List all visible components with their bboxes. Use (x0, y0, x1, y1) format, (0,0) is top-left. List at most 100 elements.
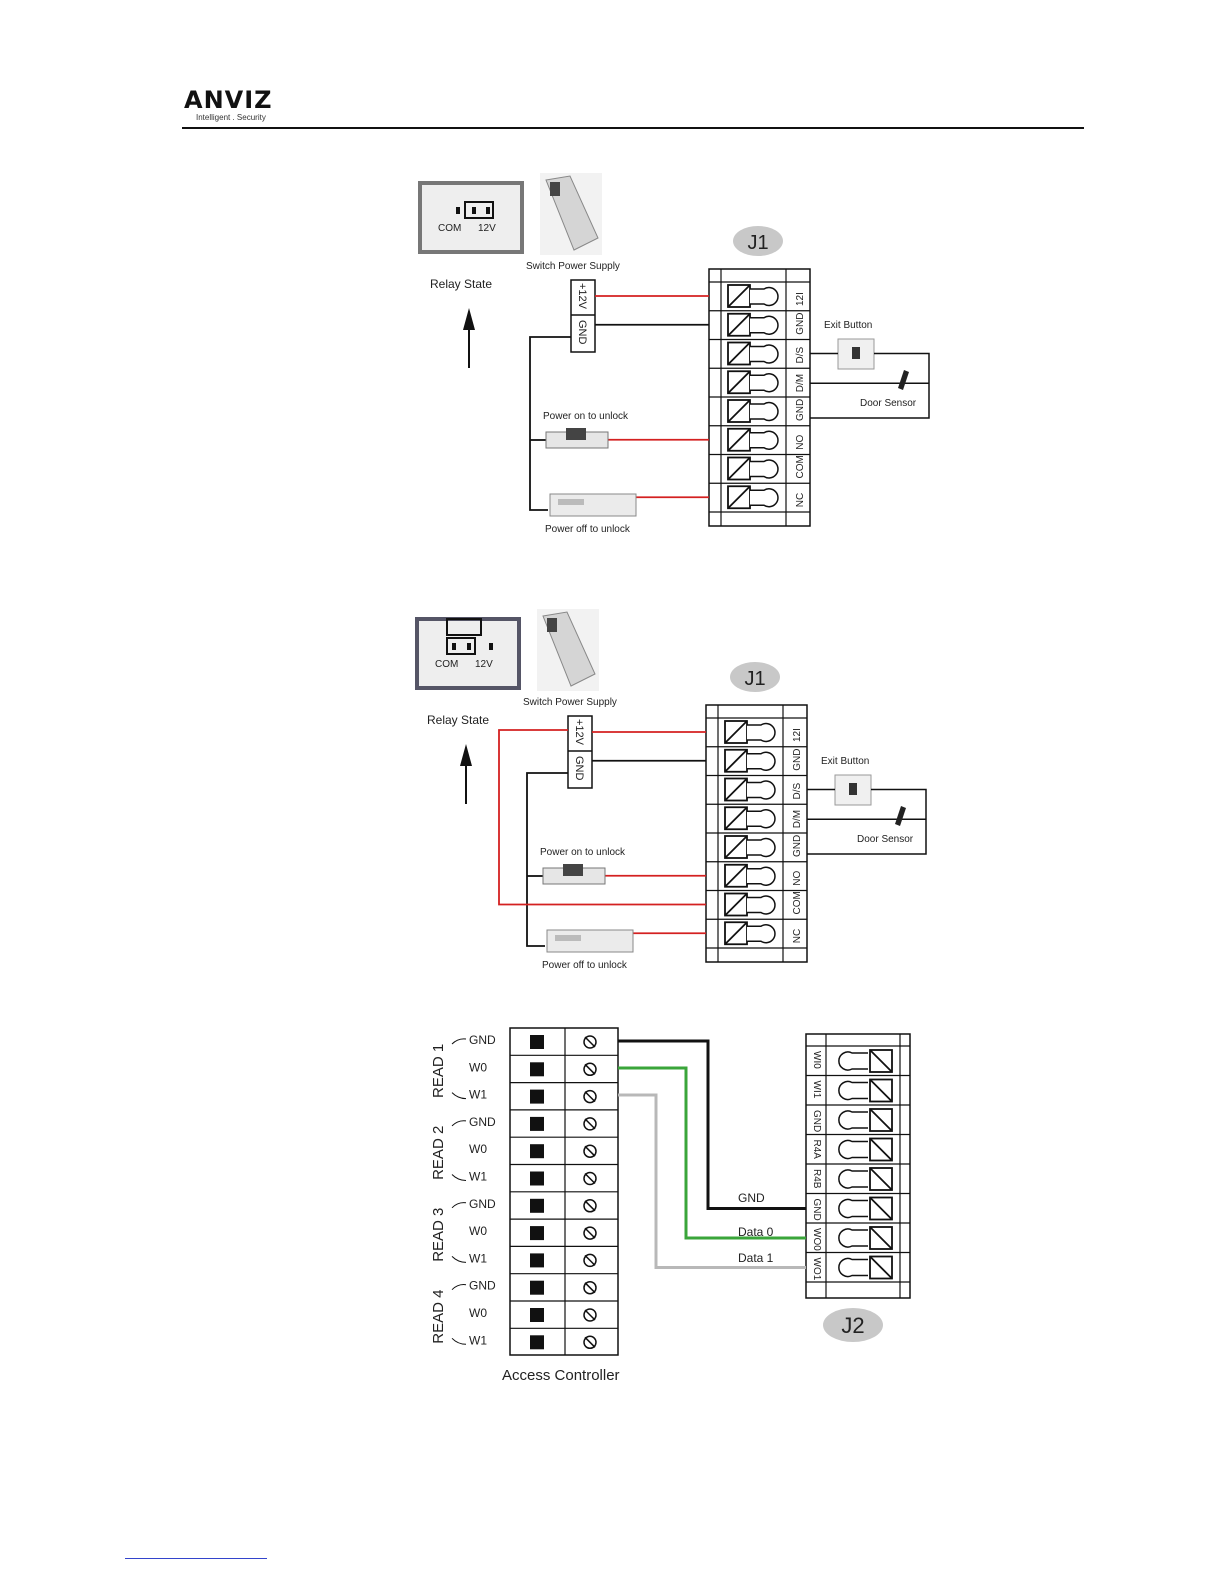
screw-slot (727, 485, 751, 509)
wire-label-gnd: GND (738, 1191, 765, 1205)
screw-slot (584, 1172, 596, 1185)
j2-label: J2 (841, 1313, 864, 1338)
switch-power-supply-icon (540, 173, 602, 255)
brand-wordmark: ANVIZ (184, 86, 273, 114)
magnetic-lock-icon (549, 493, 637, 517)
wire-clamp (838, 1198, 868, 1219)
reader-pin-label: GND (469, 1115, 496, 1129)
maglock-detail (558, 499, 584, 505)
wire-clamp (838, 1228, 868, 1248)
door-sensor-icon (898, 370, 909, 390)
j1-pin-label: D/S (792, 783, 803, 800)
screw-slot (869, 1108, 893, 1132)
screw-slot (869, 1167, 893, 1191)
reader-pin-label: W0 (469, 1060, 487, 1074)
j2-pin-label: WO0 (811, 1228, 822, 1251)
relay-com-label: COM (435, 659, 458, 670)
wire-label-data1: Data 1 (738, 1251, 774, 1265)
leader-line (451, 1120, 467, 1127)
screw-icon (583, 1144, 597, 1158)
psu-terminal-strip (570, 279, 596, 353)
wire-clamp (750, 401, 779, 422)
leader-line (451, 1174, 467, 1181)
exit-button-key (852, 347, 860, 359)
j1-pin-label: D/M (792, 810, 803, 828)
reader-pin-label: W0 (469, 1224, 487, 1238)
leader-line (451, 1337, 467, 1345)
screw-slot (869, 1049, 893, 1073)
power-off-unlock-label: Power off to unlock (542, 960, 628, 971)
terminal-block-square (530, 1226, 544, 1241)
screw-icon (583, 1062, 597, 1077)
j2-pin-label: GND (811, 1110, 822, 1132)
wire-clamp (838, 1080, 868, 1101)
wire-clamp (750, 488, 779, 508)
screw-slot (727, 313, 751, 337)
jumper-cap (464, 201, 494, 219)
screw-slot (724, 777, 748, 802)
terminal-block-square (530, 1089, 544, 1104)
arrow-head-icon (463, 308, 475, 330)
screw-slot (724, 806, 748, 830)
wire-clamp (750, 286, 779, 307)
screw-slot (869, 1226, 893, 1250)
reader-pin-label: W1 (469, 1333, 487, 1347)
j1-pin-label: COM (795, 455, 806, 478)
screw-slot (584, 1118, 596, 1130)
jumper-pin (467, 643, 471, 650)
terminal-block-square (530, 1253, 544, 1268)
leader-line (451, 1202, 467, 1209)
electric-strike-lock-icon (542, 864, 606, 885)
psu-terminal-strip (567, 715, 593, 789)
j2-pin-label: R4A (811, 1140, 822, 1160)
j1-pin-label: GND (792, 835, 803, 857)
terminal-block-square (530, 1062, 544, 1077)
power-supply-label: Switch Power Supply (526, 261, 620, 272)
lock-bolt (563, 864, 583, 876)
magnetic-lock-icon (546, 929, 634, 953)
switch-power-supply-icon (537, 609, 599, 691)
door-sensor-label: Door Sensor (860, 398, 917, 409)
relay-com-label: COM (438, 223, 461, 234)
j1-pin-label: NO (792, 871, 803, 886)
exit-button-key (849, 783, 857, 795)
wire-clamp (747, 780, 776, 800)
reader-pin-label: GND (469, 1197, 496, 1211)
wire-clamp (838, 1139, 868, 1160)
wire-clamp (747, 722, 776, 743)
j2-pin-label: WI0 (811, 1051, 822, 1069)
j2-badge (823, 1308, 883, 1342)
j1-pin-label: D/M (795, 374, 806, 392)
jumper-pin (486, 207, 490, 214)
screw-slot (869, 1078, 893, 1103)
door-sensor-part (898, 370, 909, 390)
screw-slot (869, 1255, 893, 1280)
wire-clamp (747, 866, 776, 886)
wire-clamp (750, 459, 779, 479)
jumper-pin (452, 643, 456, 650)
door-sensor-icon (895, 806, 906, 826)
screw-slot (584, 1145, 596, 1157)
screw-slot (584, 1036, 596, 1048)
j1-pin-label: NO (795, 435, 806, 450)
j1-pin-label: NC (792, 929, 803, 943)
wire-lock-ground (526, 772, 568, 947)
terminal-block-square (530, 1035, 544, 1049)
psu-terminal (550, 182, 560, 196)
screw-icon (583, 1117, 597, 1131)
psu-plus12v-label: +12V (573, 719, 585, 746)
j1-pin-label: 12I (795, 292, 806, 306)
brand-tagline: Intelligent . Security (196, 113, 266, 122)
reader-pin-label: W0 (469, 1306, 487, 1320)
reader-pin-label: W0 (469, 1142, 487, 1156)
screw-icon (583, 1308, 597, 1322)
leader-line (451, 1092, 467, 1100)
wire-clamp (750, 373, 779, 393)
screw-icon (583, 1171, 597, 1186)
door-sensor-label: Door Sensor (857, 834, 914, 845)
leader-line (451, 1038, 467, 1045)
wire-clamp (838, 1257, 868, 1278)
